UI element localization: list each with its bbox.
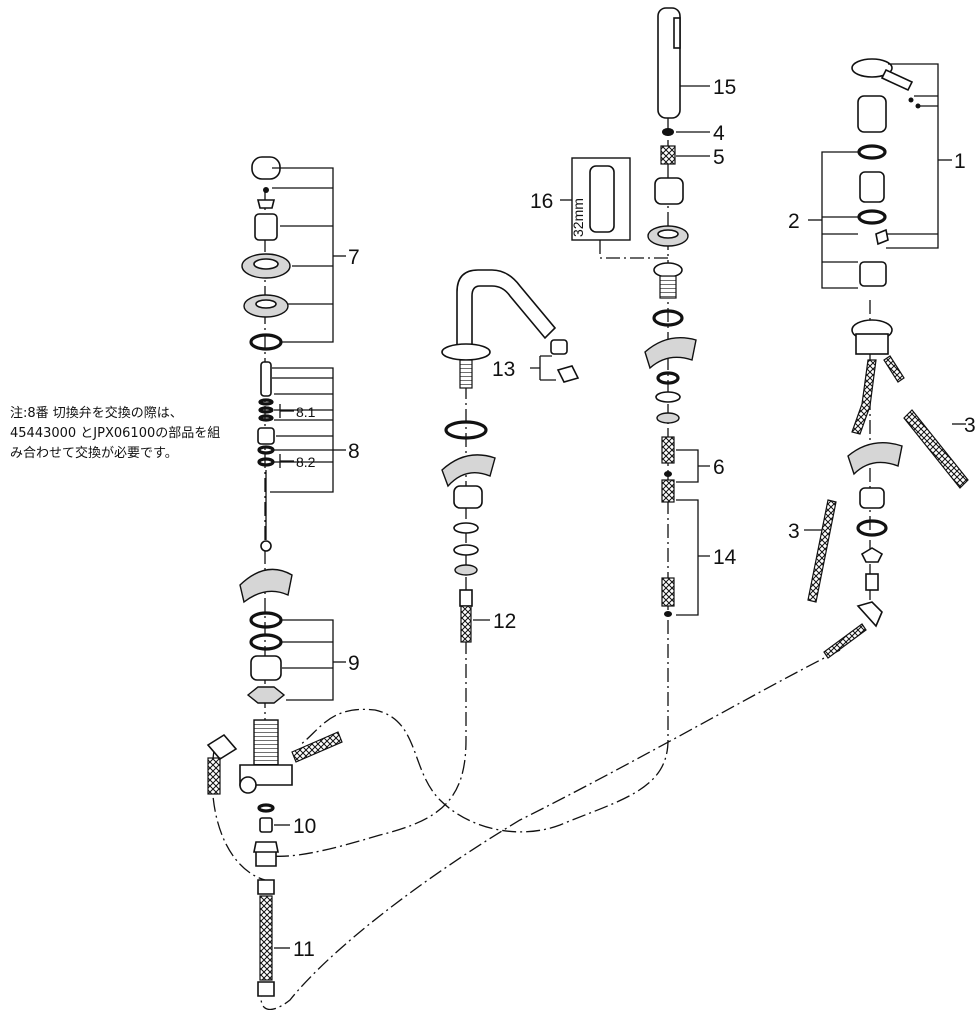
check-valve-part-6 [661,436,675,464]
callout-6: 6 [713,456,725,479]
callout-8: 8 [348,440,360,463]
lever-handle-part [880,68,914,92]
spout-part [456,269,557,351]
coupling-part [654,177,684,205]
callout-labels: 1 2 3 3 4 5 6 7 8 8.1 8.2 9 10 11 12 13 … [293,76,976,961]
callout-2: 2 [788,210,800,233]
filter-part [660,145,676,165]
supply-hose-left-part [807,499,837,603]
callout-15: 15 [713,76,736,99]
o-ring-part [249,333,283,351]
spout-hose-nut-part [459,589,473,607]
horseshoe-clip-part [239,568,293,604]
spout-horseshoe-part [441,454,496,488]
leader-lines [270,63,966,949]
assembly-column-handshower: 32mm [570,7,697,617]
braided-hose-part [259,895,273,981]
callout-8-1: 8.1 [296,404,316,420]
callout-10: 10 [293,815,316,838]
mixer-cartridge-part [859,261,887,287]
supply-hose-right-part [903,409,969,489]
note-line-1: 注:8番 切換弁を交換の際は、 [10,406,183,421]
threaded-body-part [253,719,279,771]
callout-11: 11 [293,938,315,961]
note-line-3: み合わせて交換が必要です。 [10,446,178,461]
callout-14: 14 [713,546,737,569]
right-braided-connector-part [291,731,343,763]
callout-1: 1 [954,150,966,173]
hose-nut-part [257,879,275,895]
spout-hose-part [460,605,472,643]
callout-12: 12 [493,610,516,633]
detail-frame-16 [571,157,631,241]
diverter-stem-part [260,361,272,397]
replacement-note: 注:8番 切換弁を交換の際は、 45443000 とJPX06100の部品を組 … [10,404,260,464]
aerator-part [550,339,568,355]
sleeve-part [250,655,282,681]
callout-5: 5 [713,146,725,169]
spout-sleeve-part [453,485,483,509]
callout-9: 9 [348,652,360,675]
mixer-outlet-hose-part [823,623,867,659]
callout-3-right: 3 [964,414,976,437]
left-elbow-part [206,733,238,761]
callout-3-left: 3 [788,520,800,543]
assembly-column-spout [441,269,580,643]
handle-sleeve-part [857,95,887,133]
callout-16: 16 [530,190,553,213]
hose-part-14 [661,577,675,607]
assembly-column-left [206,156,343,997]
screw-part [256,199,276,209]
small-ball-part [263,187,269,193]
cartridge-part [254,213,278,241]
threaded-insert-part [859,171,885,203]
callout-4: 4 [713,122,725,145]
hex-nut-part [246,686,286,704]
note-line-2: 45443000 とJPX06100の部品を組 [10,426,221,441]
callout-7: 7 [348,246,360,269]
adapter-nut-part [253,841,279,867]
spout-o-ring-part [444,420,488,440]
callout-13: 13 [492,358,515,381]
check-valve-part [259,817,273,833]
seal-ring-part [249,611,283,629]
callout-8-2: 8.2 [296,454,316,470]
assembly-column-mixer [807,58,969,659]
dimension-label: 32mm [570,198,586,237]
extension-part-16 [589,165,615,233]
